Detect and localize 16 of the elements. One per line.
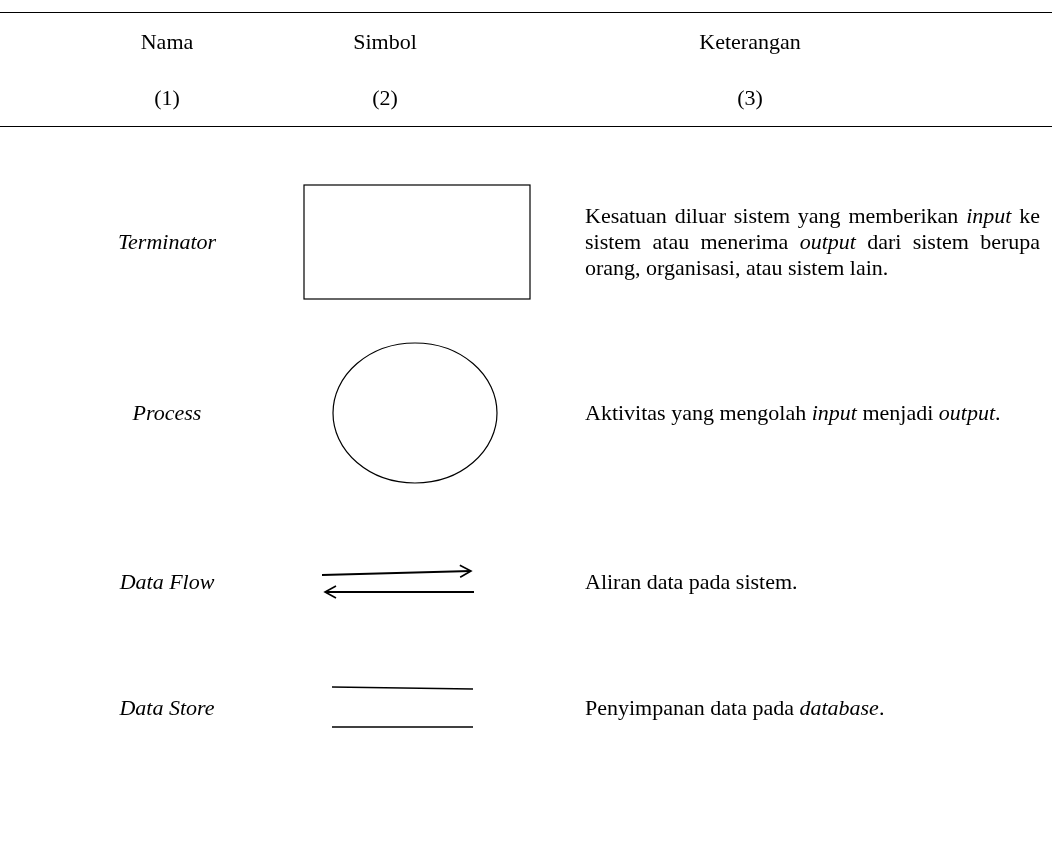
column-number: (3) <box>737 85 763 111</box>
column-header: Simbol <box>353 29 417 55</box>
symbol-name: Data Store <box>119 695 215 721</box>
symbol-name: Process <box>132 400 202 426</box>
column-header: Keterangan <box>699 29 801 55</box>
description-text: Penyimpanan data pada database. <box>585 695 886 721</box>
symbol-name: Terminator <box>117 229 217 255</box>
process-circle <box>332 342 498 484</box>
symbol-name: Data Flow <box>119 569 215 595</box>
description-text: Aliran data pada sistem. <box>585 569 799 595</box>
column-header: Nama <box>140 29 194 55</box>
column-number: (2) <box>372 85 398 111</box>
description-text: Aktivitas yang mengolah input menjadi output. <box>585 400 1002 426</box>
column-number: (1) <box>154 85 180 111</box>
description-text: Kesatuan diluar sistem yang memberikan input ke sistem atau menerima output dari sistem berupa orang, organisasi, atau sistem lain. <box>585 203 1040 281</box>
terminator-rectangle <box>303 184 531 300</box>
